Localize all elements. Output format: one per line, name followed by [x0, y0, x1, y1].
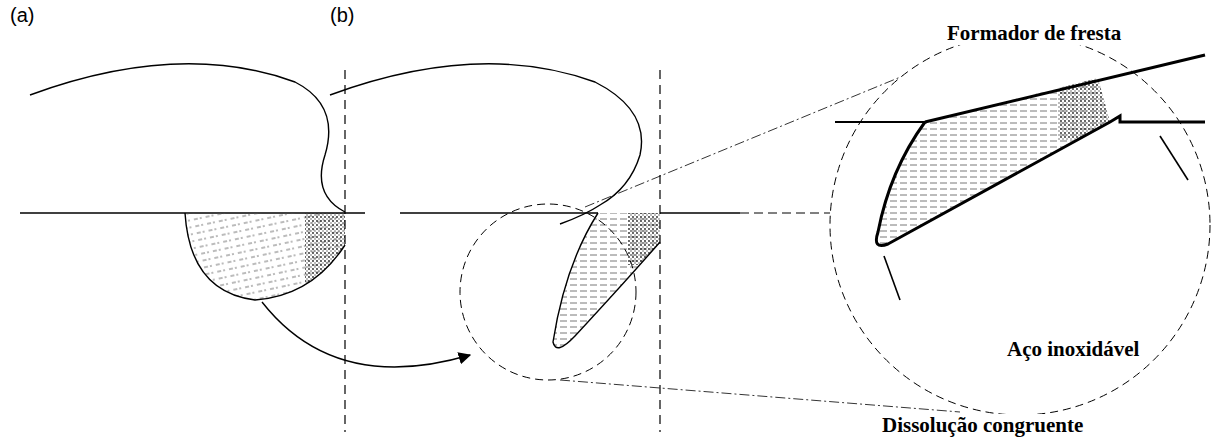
- part-label: Aço inoxidável: [1005, 338, 1141, 361]
- part-label: Dissolução congruente: [880, 414, 1085, 437]
- panel-label: (b): [328, 4, 356, 26]
- panel-label: (a): [8, 4, 36, 26]
- part-label: Formador de fresta: [945, 22, 1123, 45]
